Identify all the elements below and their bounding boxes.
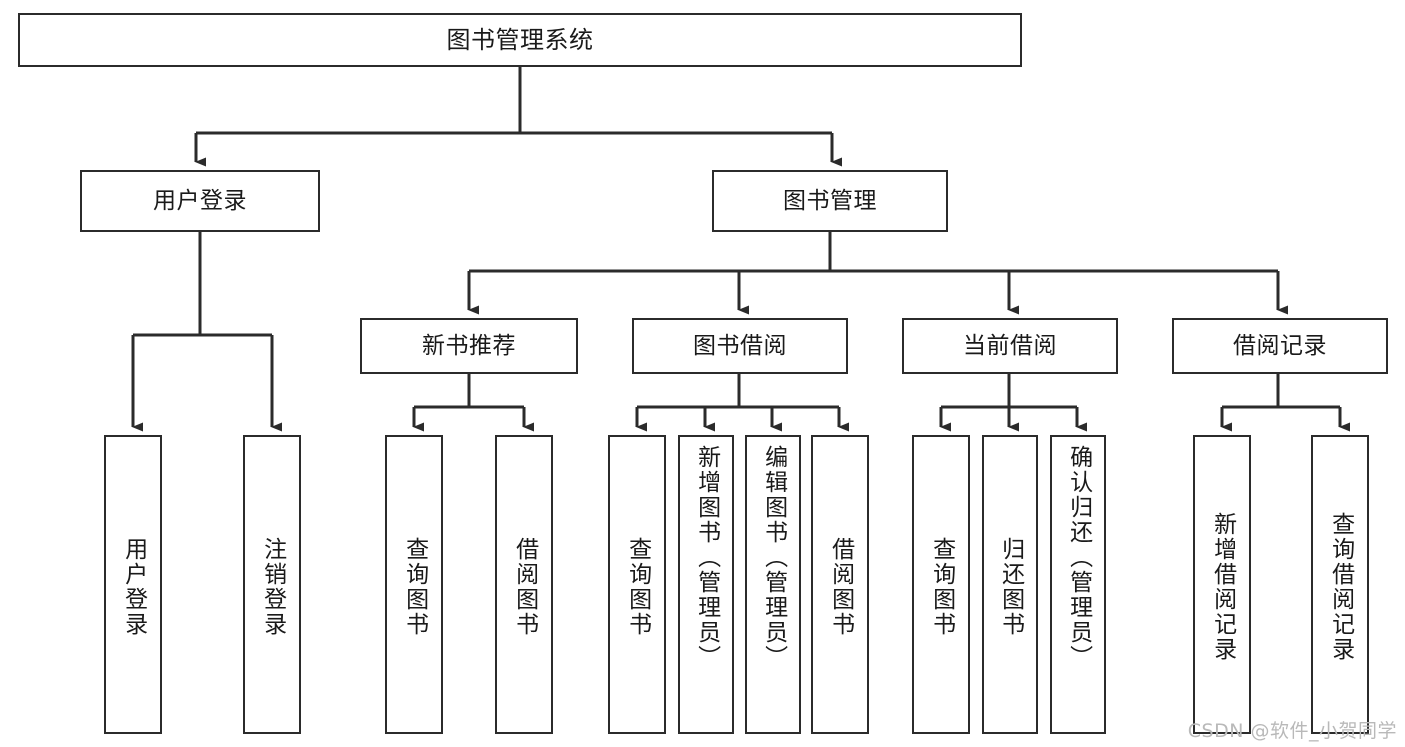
node-root-system[interactable]: 图书管理系统	[18, 13, 1022, 67]
node-label: 图书管理系统	[446, 25, 594, 54]
node-user-login[interactable]: 用户登录	[80, 170, 320, 232]
node-label: 查询图书	[401, 536, 428, 637]
node-label: 当前借阅	[963, 332, 1057, 359]
leaf-return-book[interactable]: 归还图书	[982, 435, 1038, 734]
node-label: 注销登录	[259, 536, 286, 637]
leaf-user-logout[interactable]: 注销登录	[243, 435, 301, 734]
leaf-borrow-book-recommend[interactable]: 借阅图书	[495, 435, 553, 734]
node-book-manage[interactable]: 图书管理	[712, 170, 948, 232]
node-label: 新增借阅记录	[1209, 511, 1236, 662]
leaf-borrow-book[interactable]: 借阅图书	[811, 435, 869, 734]
leaf-query-book-recommend[interactable]: 查询图书	[385, 435, 443, 734]
node-new-book-recommend[interactable]: 新书推荐	[360, 318, 578, 374]
node-label: 借阅记录	[1233, 332, 1327, 359]
leaf-confirm-return[interactable]: 确认归还（管理员）	[1050, 435, 1106, 734]
leaf-user-login[interactable]: 用户登录	[104, 435, 162, 734]
node-label: 查询借阅记录	[1327, 511, 1354, 662]
node-book-borrow[interactable]: 图书借阅	[632, 318, 848, 374]
node-label: 编辑图书（管理员）	[760, 445, 787, 670]
node-label: 新书推荐	[422, 332, 516, 359]
node-label: 用户登录	[120, 536, 147, 637]
leaf-query-book-current[interactable]: 查询图书	[912, 435, 970, 734]
leaf-edit-book[interactable]: 编辑图书（管理员）	[745, 435, 801, 734]
node-label: 借阅图书	[511, 536, 538, 637]
node-label: 图书管理	[783, 187, 877, 214]
leaf-query-book-borrow[interactable]: 查询图书	[608, 435, 666, 734]
node-label: 查询图书	[928, 536, 955, 637]
node-label: 借阅图书	[827, 536, 854, 637]
node-current-borrow[interactable]: 当前借阅	[902, 318, 1118, 374]
node-borrow-record[interactable]: 借阅记录	[1172, 318, 1388, 374]
node-label: 图书借阅	[693, 332, 787, 359]
leaf-add-borrow-record[interactable]: 新增借阅记录	[1193, 435, 1251, 734]
node-label: 新增图书（管理员）	[693, 445, 720, 670]
leaf-add-book[interactable]: 新增图书（管理员）	[678, 435, 734, 734]
leaf-query-borrow-record[interactable]: 查询借阅记录	[1311, 435, 1369, 734]
node-label: 用户登录	[153, 187, 247, 214]
node-label: 归还图书	[997, 536, 1024, 637]
node-label: 查询图书	[624, 536, 651, 637]
node-label: 确认归还（管理员）	[1065, 445, 1092, 670]
